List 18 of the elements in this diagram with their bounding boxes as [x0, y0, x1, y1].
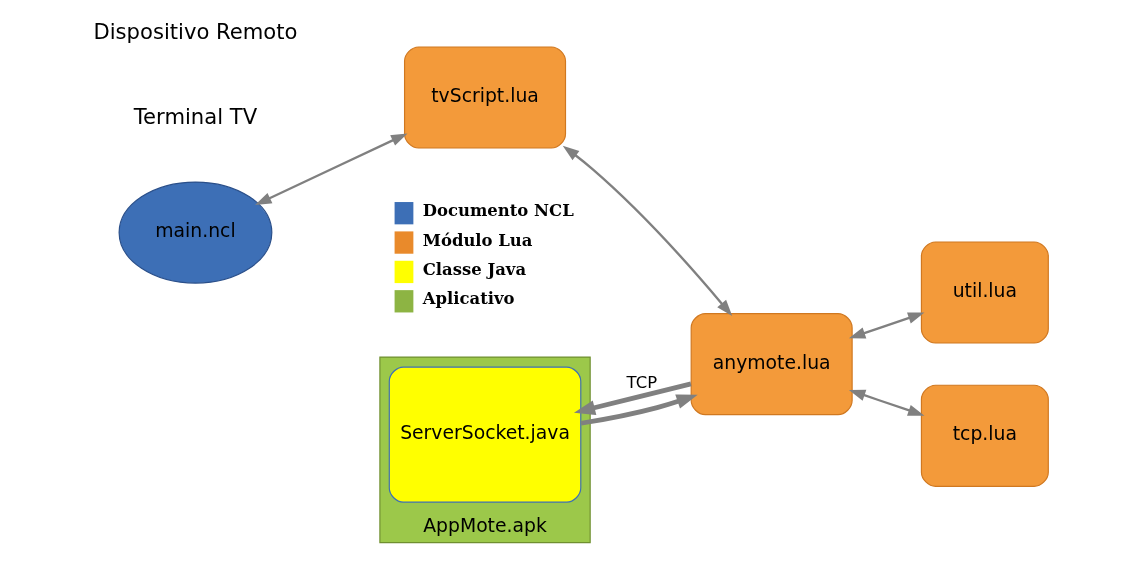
node-box: anymote.lua	[690, 313, 853, 416]
legend-label: Módulo Lua	[422, 230, 532, 250]
node-box: tcp.lua	[920, 384, 1049, 487]
node-box: util.lua	[920, 241, 1049, 344]
label: Terminal TV	[133, 103, 257, 129]
node-box: tvScript.lua	[403, 46, 566, 149]
label: Dispositivo Remoto	[92, 19, 298, 45]
edge-label: TCP	[626, 372, 657, 392]
arrow	[562, 145, 732, 317]
arrow	[848, 389, 924, 416]
legend-label: Documento NCL	[422, 201, 574, 221]
legend-label: Classe Java	[422, 260, 526, 280]
node-box: ServerSocket.java	[388, 366, 581, 503]
arrow	[580, 394, 698, 426]
arrow	[573, 381, 691, 415]
arrow	[848, 312, 924, 339]
arrow	[254, 133, 408, 206]
legend-label: Aplicativo	[422, 289, 515, 309]
